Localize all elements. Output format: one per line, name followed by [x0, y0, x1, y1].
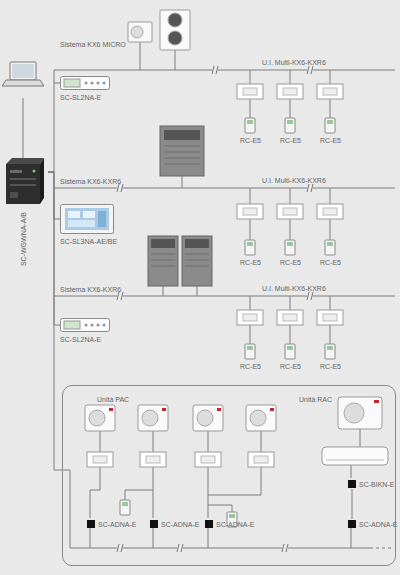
adapter-symbol [87, 520, 95, 528]
device-label: SC-BIKN-E [359, 480, 394, 489]
group-heading: Unità PAC [97, 395, 129, 404]
system-label: Sistema KX6-KXR6 [60, 285, 121, 294]
bus-wire [48, 83, 60, 172]
system-label: Sistema KX6-KXR6 [60, 177, 121, 186]
controller-box: SC-SL2NA-E [60, 318, 114, 344]
gateway-symbol [4, 158, 44, 206]
device-label: SC-SL2NA-E [60, 93, 101, 102]
unit-group-box: Unità PAC Unità RAC SC-BIKN-E SC-ADNA-E SC-A… [62, 385, 396, 566]
remote-label: RC-E5 [280, 258, 301, 267]
remote-label: RC-E5 [240, 362, 261, 371]
controller-box: SC-SL3NA-AE/BE [60, 204, 120, 246]
device-label: SC-SL2NA-E [60, 335, 101, 344]
remote-label: RC-E5 [240, 136, 261, 145]
bus-wire [48, 172, 62, 470]
controller-symbol [60, 76, 110, 90]
device-label: SC-ADNA-E [98, 520, 137, 529]
controller-symbol [60, 318, 110, 332]
adapter-symbol [348, 520, 356, 528]
adapter-box: SC-ADNA-E [150, 519, 200, 529]
bus-wire [48, 172, 60, 219]
remote-label: RC-E5 [320, 362, 341, 371]
remote-label: RC-E5 [280, 362, 301, 371]
remote-label: RC-E5 [280, 136, 301, 145]
group-heading: Unità RAC [299, 395, 332, 404]
adapter-box: SC-ADNA-E [348, 519, 398, 529]
controller-box: SC-SL2NA-E [60, 76, 114, 102]
adapter-symbol [205, 520, 213, 528]
adapter-symbol [150, 520, 158, 528]
adapter-box: SC-ADNA-E [87, 519, 137, 529]
device-label: SC-ADNA-E [161, 520, 200, 529]
bus-wire [48, 172, 60, 325]
system-label: Sistema KX6 MICRO [60, 40, 126, 49]
adapter-box: SC-ADNA-E [205, 519, 255, 529]
device-label: SC-ADNA-E [359, 520, 398, 529]
system-label: U.I. Multi-KX6-KXR6 [262, 58, 326, 67]
bus-wire [352, 489, 353, 519]
remote-label: RC-E5 [320, 258, 341, 267]
adapter-symbol [348, 480, 356, 488]
system-label: U.I. Multi-KX6-KXR6 [262, 284, 326, 293]
gateway-box: SC-WGWNA-A/B [4, 158, 48, 270]
device-label: SC-ADNA-E [216, 520, 255, 529]
touch-panel-symbol [60, 204, 114, 234]
device-label: SC-WGWNA-A/B [19, 212, 28, 266]
system-label: U.I. Multi-KX6-KXR6 [262, 176, 326, 185]
remote-label: RC-E5 [240, 258, 261, 267]
device-label: SC-SL3NA-AE/BE [60, 237, 117, 246]
remote-label: RC-E5 [320, 136, 341, 145]
adapter-box: SC-BIKN-E [348, 479, 398, 489]
